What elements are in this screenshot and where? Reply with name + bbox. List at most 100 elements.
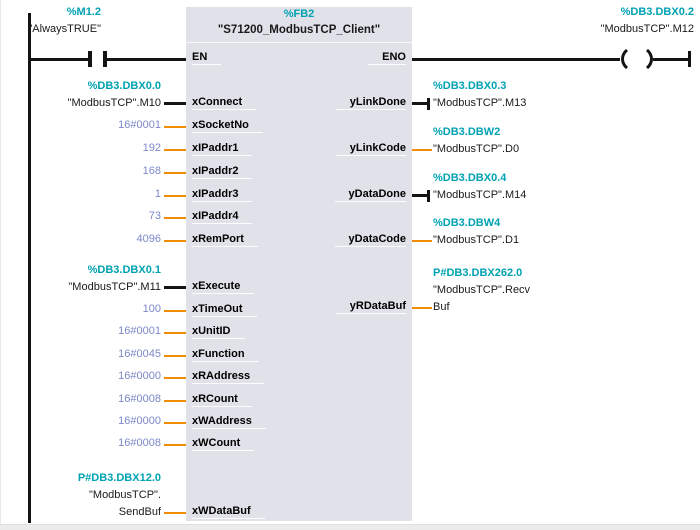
- output-pin-ydatadone[interactable]: yDataDone: [290, 188, 406, 202]
- fb-block-address: %FB2: [283, 8, 315, 20]
- input-pin-xipaddr3[interactable]: xIPaddr3: [192, 188, 253, 202]
- input-pin-xipaddr2[interactable]: xIPaddr2: [192, 165, 253, 179]
- input-pin-xrcount[interactable]: xRCount: [192, 393, 252, 407]
- operand-address: %DB3.DBX0.4: [433, 172, 507, 184]
- no-contact-icon[interactable]: [103, 51, 107, 67]
- input-pin-label-xraddress: xRAddress: [192, 370, 265, 384]
- input-value-xipaddr4[interactable]: 73: [148, 210, 161, 222]
- input-pin-xwdatabuf[interactable]: xWDataBuf: [192, 505, 265, 519]
- input-pin-xipaddr1[interactable]: xIPaddr1: [192, 142, 253, 156]
- pin-en[interactable]: EN: [192, 51, 222, 65]
- operand-tag: "ModbusTCP".Recv: [433, 284, 531, 296]
- input-pin-xwaddress[interactable]: xWAddress: [192, 415, 266, 429]
- input-operand-xconnect[interactable]: %DB3.DBX0.0 "ModbusTCP".M10: [0, 78, 161, 112]
- output-wire-yrdatabuf: [412, 307, 432, 309]
- output-pin-label-ylinkcode: yLinkCode: [335, 142, 406, 156]
- input-wire-xexecute: [164, 286, 186, 289]
- input-value-xwaddress[interactable]: 16#0000: [118, 415, 161, 427]
- input-pin-xunitid[interactable]: xUnitID: [192, 325, 245, 339]
- operand-tag: "ModbusTCP".: [89, 489, 161, 501]
- input-operand-xexecute[interactable]: %DB3.DBX0.1"ModbusTCP".M11: [0, 262, 161, 296]
- editor-left-edge: [0, 0, 1, 530]
- operand-tag: "ModbusTCP".M10: [67, 97, 161, 109]
- input-pin-xfunction[interactable]: xFunction: [192, 348, 259, 362]
- coil-operand[interactable]: %DB3.DBX0.2 "ModbusTCP".M12: [434, 4, 694, 38]
- input-pin-label-xipaddr1: xIPaddr1: [192, 142, 253, 156]
- input-pin-xipaddr4[interactable]: xIPaddr4: [192, 210, 253, 224]
- input-pin-label-xwaddress: xWAddress: [192, 415, 266, 429]
- input-pin-label-xconnect: xConnect: [192, 96, 257, 110]
- output-wire-ydatadone: [412, 194, 428, 197]
- input-value-xremport[interactable]: 4096: [136, 233, 161, 245]
- input-value-xsocketno[interactable]: 16#0001: [118, 119, 161, 131]
- input-wire-xunitid: [164, 332, 186, 334]
- contact-operand[interactable]: %M1.2 "AlwaysTRUE": [0, 4, 101, 38]
- input-value-xipaddr3[interactable]: 1: [154, 188, 161, 200]
- input-wire-xwcount: [164, 444, 186, 446]
- input-pin-label-xfunction: xFunction: [192, 348, 259, 362]
- operand-address: P#DB3.DBX262.0: [433, 267, 523, 279]
- input-pin-label-xsocketno: xSocketNo: [192, 119, 263, 133]
- fb-block[interactable]: [186, 7, 412, 521]
- input-wire-xipaddr2: [164, 172, 186, 174]
- input-value-xipaddr1[interactable]: 192: [142, 142, 161, 154]
- input-wire-xraddress: [164, 377, 186, 379]
- contact-operand-tag: "AlwaysTRUE": [28, 23, 101, 35]
- input-pin-xremport[interactable]: xRemPort: [192, 233, 258, 247]
- input-pin-xtimeout[interactable]: xTimeOut: [192, 303, 257, 317]
- input-value-xunitid[interactable]: 16#0001: [118, 325, 161, 337]
- input-pin-xsocketno[interactable]: xSocketNo: [192, 119, 263, 133]
- operand-tag: SendBuf: [118, 506, 161, 518]
- output-pin-ylinkcode[interactable]: yLinkCode: [290, 142, 406, 156]
- coil-operand-tag: "ModbusTCP".M12: [600, 23, 694, 35]
- output-pin-yrdatabuf[interactable]: yRDataBuf: [290, 300, 406, 314]
- output-operand-ylinkcode[interactable]: %DB3.DBW2"ModbusTCP".D0: [433, 124, 697, 158]
- output-wire-ydatacode: [412, 240, 432, 242]
- input-value-xwcount[interactable]: 16#0008: [118, 437, 161, 449]
- output-operand-ydatacode[interactable]: %DB3.DBW4"ModbusTCP".D1: [433, 215, 697, 249]
- fb-block-title: "S71200_ModbusTCP_Client": [217, 24, 381, 36]
- input-operand-xwdatabuf[interactable]: P#DB3.DBX12.0 "ModbusTCP". SendBuf: [0, 470, 161, 521]
- output-pin-label-yrdatabuf: yRDataBuf: [335, 300, 406, 314]
- operand-tag: "ModbusTCP".M14: [433, 189, 527, 201]
- input-value-xfunction[interactable]: 16#0045: [118, 348, 161, 360]
- operand-address: %DB3.DBX0.1: [87, 264, 161, 276]
- input-pin-xconnect[interactable]: xConnect: [192, 96, 257, 110]
- output-pin-ydatacode[interactable]: yDataCode: [290, 233, 406, 247]
- editor-bottom-bar: [0, 524, 700, 530]
- operand-address: %DB3.DBW4: [433, 217, 501, 229]
- input-pin-xexecute[interactable]: xExecute: [192, 280, 255, 294]
- input-wire-xwdatabuf: [164, 512, 186, 514]
- fb-header-separator: [186, 42, 412, 43]
- operand-tag: Buf: [433, 301, 450, 313]
- input-pin-label-xwdatabuf: xWDataBuf: [192, 505, 265, 519]
- input-pin-label-xipaddr2: xIPaddr2: [192, 165, 253, 179]
- no-contact-icon[interactable]: [88, 51, 92, 67]
- pin-eno-label: ENO: [368, 51, 406, 65]
- input-pin-label-xexecute: xExecute: [192, 280, 255, 294]
- output-operand-ylinkdone[interactable]: %DB3.DBX0.3"ModbusTCP".M13: [433, 78, 697, 112]
- output-pin-label-ylinkdone: yLinkDone: [335, 96, 406, 110]
- input-pin-xwcount[interactable]: xWCount: [192, 437, 255, 451]
- input-value-xipaddr2[interactable]: 168: [142, 165, 161, 177]
- output-operand-ydatadone[interactable]: %DB3.DBX0.4 "ModbusTCP".M14: [433, 170, 697, 204]
- input-wire-xremport: [164, 240, 186, 242]
- output-wire-endtick-ydatadone: [427, 190, 430, 202]
- operand-address: P#DB3.DBX12.0: [77, 472, 161, 484]
- input-pin-xraddress[interactable]: xRAddress: [192, 370, 265, 384]
- pin-eno[interactable]: ENO: [296, 51, 406, 65]
- output-wire-ylinkdone: [412, 102, 428, 105]
- output-pin-ylinkdone[interactable]: yLinkDone: [290, 96, 406, 110]
- input-value-xraddress[interactable]: 16#0000: [118, 370, 161, 382]
- eno-wire: [412, 58, 620, 61]
- operand-address: %DB3.DBW2: [433, 126, 501, 138]
- input-wire-xipaddr4: [164, 217, 186, 219]
- coil-icon[interactable]: [617, 47, 657, 71]
- operand-address: %DB3.DBX0.0: [87, 80, 161, 92]
- input-value-xtimeout[interactable]: 100: [142, 303, 161, 315]
- input-value-xrcount[interactable]: 16#0008: [118, 393, 161, 405]
- coil-wire: [653, 58, 689, 61]
- input-wire-xwaddress: [164, 422, 186, 424]
